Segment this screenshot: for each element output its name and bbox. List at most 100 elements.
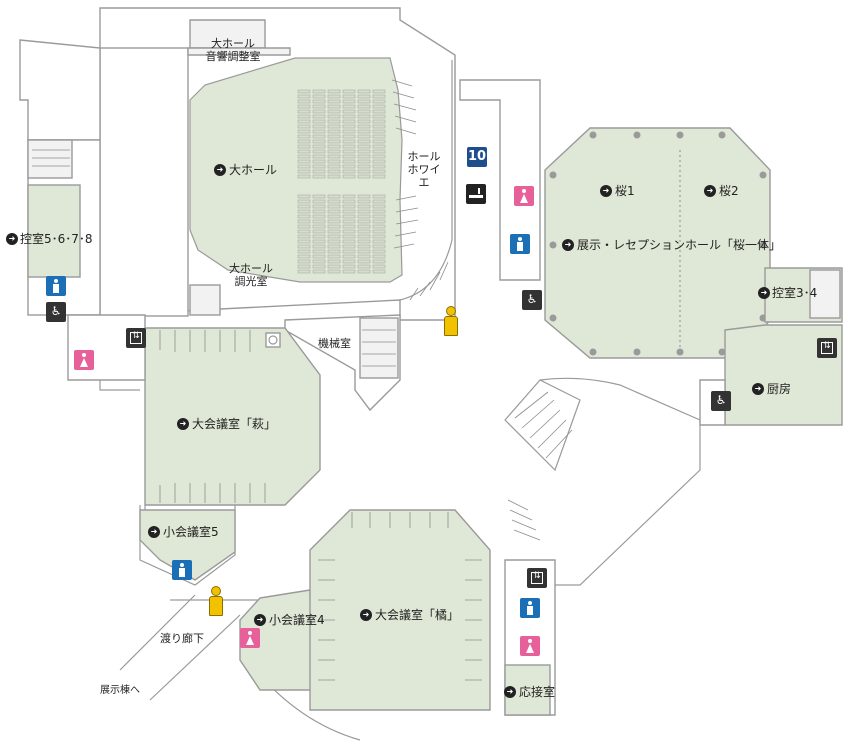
seat-row (342, 199, 356, 204)
seat-row (357, 119, 371, 124)
seat-row (312, 119, 326, 124)
seat-row (327, 109, 341, 114)
seat-row (327, 169, 341, 174)
seat-row (312, 109, 326, 114)
seat-row (297, 234, 311, 239)
east-outline (539, 377, 701, 586)
seat-row (297, 129, 311, 134)
seat-row (372, 114, 386, 119)
seat-row (372, 224, 386, 229)
seat-row (312, 214, 326, 219)
seat-row (357, 219, 371, 224)
seat-row (312, 99, 326, 104)
seat-row (357, 244, 371, 249)
seat-row (372, 214, 386, 219)
seat-row (342, 169, 356, 174)
foyer-curve (399, 60, 453, 301)
seat-row (327, 149, 341, 154)
arrow-icon: ➜ (752, 382, 764, 395)
seat-row (297, 139, 311, 144)
seat-row (357, 129, 371, 134)
seat-row (327, 89, 341, 94)
seat-row (357, 99, 371, 104)
seat-row (342, 209, 356, 214)
seat-row (357, 164, 371, 169)
seat-row (342, 134, 356, 139)
hagi-label: ➜ 大会議室「萩」 (177, 415, 276, 432)
seat-row (312, 264, 326, 269)
watari-label: 渡り廊下 (160, 632, 204, 645)
seat-row (327, 124, 341, 129)
nursing-room-icon (46, 302, 66, 322)
seat-row (357, 199, 371, 204)
seat-row (312, 199, 326, 204)
seat-row (357, 239, 371, 244)
person-marker-icon (440, 306, 460, 340)
seat-row (297, 239, 311, 244)
seat-row (342, 164, 356, 169)
seat-row (357, 94, 371, 99)
seat-row (342, 204, 356, 209)
seat-row (342, 89, 356, 94)
daihall-side-steps (391, 79, 419, 249)
seat-row (312, 169, 326, 174)
seat-row (342, 234, 356, 239)
seat-row (312, 139, 326, 144)
seat-row (297, 254, 311, 259)
arrow-icon: ➜ (704, 184, 716, 197)
seat-row (357, 209, 371, 214)
arrow-icon: ➜ (177, 417, 189, 430)
seat-row (297, 109, 311, 114)
seat-row (357, 269, 371, 274)
seat-row (327, 129, 341, 134)
seat-row (312, 159, 326, 164)
arrow-icon: ➜ (254, 613, 266, 626)
seat-row (327, 119, 341, 124)
arrow-icon: ➜ (504, 685, 516, 698)
seat-row (372, 239, 386, 244)
floor-badge: 10 (467, 147, 487, 167)
seat-row (372, 264, 386, 269)
chubo-label: ➜ 厨房 (752, 380, 791, 397)
seat-row (372, 209, 386, 214)
seat-row (297, 259, 311, 264)
seat-row (342, 99, 356, 104)
arrow-icon: ➜ (214, 163, 226, 176)
seat-row (357, 159, 371, 164)
seat-row (357, 229, 371, 234)
seat-row (372, 259, 386, 264)
daihall-label: ➜ 大ホール (214, 161, 277, 178)
seat-row (312, 219, 326, 224)
seat-row (312, 269, 326, 274)
seat-row (297, 134, 311, 139)
seat-row (312, 94, 326, 99)
seat-row (342, 214, 356, 219)
seat-row (372, 219, 386, 224)
seat-row (327, 114, 341, 119)
seat-row (327, 164, 341, 169)
arrow-icon: ➜ (562, 238, 574, 251)
seat-row (327, 244, 341, 249)
tachibana-label: ➜ 大会議室「橘」 (360, 606, 459, 623)
seat-row (327, 154, 341, 159)
seat-row (357, 174, 371, 179)
seat-row (297, 224, 311, 229)
seat-row (297, 174, 311, 179)
seat-row (327, 209, 341, 214)
shokaigi5-label: ➜ 小会議室5 (148, 523, 219, 540)
seat-row (297, 99, 311, 104)
seat-row (372, 144, 386, 149)
seat-row (327, 219, 341, 224)
tenjito-label: 展示棟へ (100, 685, 140, 696)
seat-row (297, 229, 311, 234)
accessible-toilet-icon (522, 290, 542, 310)
elevator-icon (817, 338, 837, 358)
seat-row (312, 254, 326, 259)
arrow-icon: ➜ (148, 525, 160, 538)
seat-row (312, 129, 326, 134)
seat-row (297, 209, 311, 214)
seat-row (312, 174, 326, 179)
arrow-icon: ➜ (758, 286, 770, 299)
toilet-men-icon (520, 598, 540, 618)
seat-row (342, 269, 356, 274)
